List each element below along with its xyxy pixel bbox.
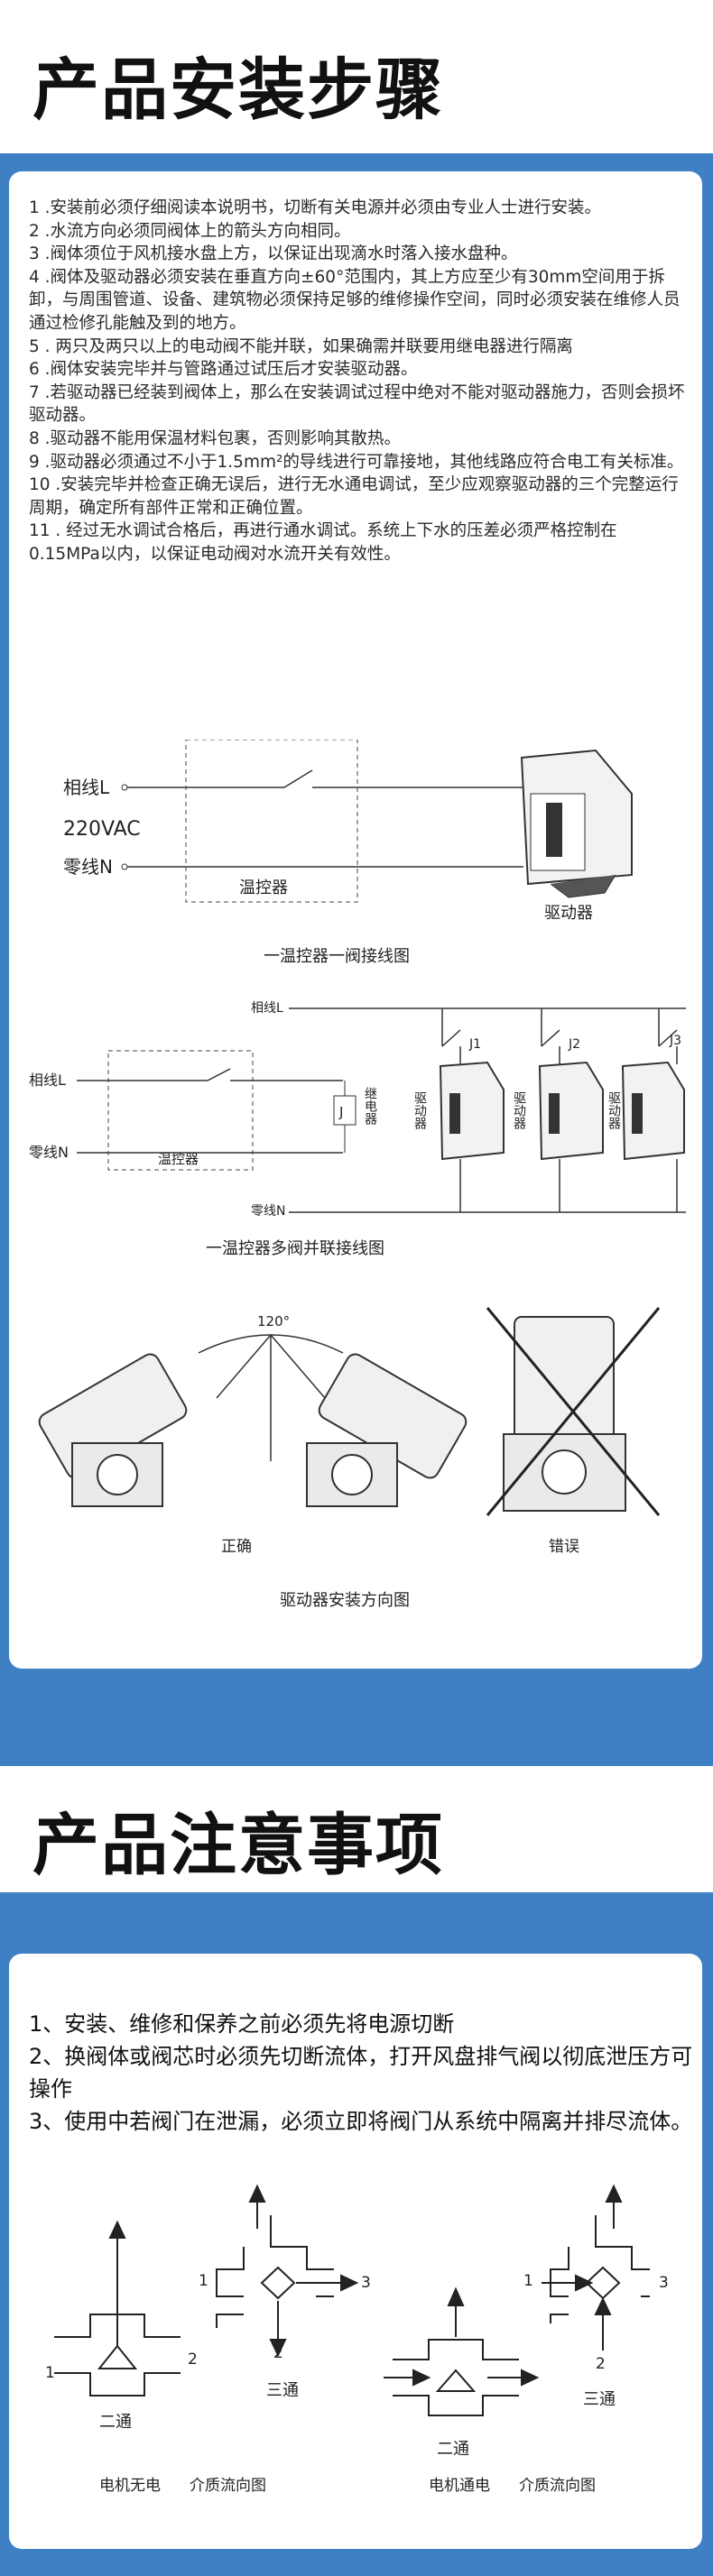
precautions-panel: 1、安装、维修和保养之前必须先将电源切断 2、换阀体或阀芯时必须先切断流体，打开… — [9, 1954, 702, 2549]
actuator-icon — [439, 1061, 505, 1161]
step-item: 5 . 两只及两只以上的电动阀不能并联，如果确需并联要用继电器进行隔离 — [29, 336, 573, 356]
two-way-valve-on — [384, 2286, 540, 2416]
step-item: 10 .安装完毕并检查正确无误后，进行无水通电调试，至少应观察驱动器的三个完整运… — [29, 475, 679, 518]
branch-j2-label: J2 — [568, 1037, 580, 1052]
note-item: 1、安装、维修和保养之前必须先将电源切断 — [29, 2011, 455, 2037]
step-item: 2 .水流方向必须同阀体上的箭头方向相同。 — [29, 221, 351, 241]
flow-caption: 介质流向图 — [190, 2477, 266, 2495]
switch-contact — [283, 769, 313, 788]
two-way-valve-off — [54, 2220, 181, 2397]
thermostat-box — [185, 740, 358, 903]
step-item: 8 .驱动器不能用保温材料包裹，否则影响其散热。 — [29, 428, 402, 448]
orientation-diagram: 120° 正确 错误 驱动器安装方 — [38, 1307, 661, 1610]
diagram-caption: 一温控器一阀接线图 — [264, 947, 410, 966]
relay-j-label: J — [338, 1104, 343, 1120]
motor-off-label: 电机无电 — [99, 2477, 161, 2495]
precaution-notes: 1、安装、维修和保养之前必须先将电源切断 2、换阀体或阀芯时必须先切断流体，打开… — [29, 2008, 697, 2138]
section-title: 产品注意事项 — [32, 1807, 444, 1884]
live-line-label: 相线L — [63, 777, 110, 798]
relay-label: 继电器 — [363, 1087, 377, 1125]
branch-j3-label: J3 — [669, 1034, 681, 1048]
driver-label: 驱动器 — [544, 904, 593, 923]
flow-caption: 介质流向图 — [519, 2477, 596, 2495]
step-item: 1 .安装前必须仔细阅读本说明书，切断有关电源并必须由专业人士进行安装。 — [29, 198, 602, 217]
port-2-label: 2 — [273, 2344, 283, 2362]
three-way-label: 三通 — [583, 2390, 616, 2409]
angle-label: 120° — [257, 1313, 290, 1329]
driver-label: 驱动器 — [412, 1091, 427, 1129]
section-title-band: 产品安装步骤 — [0, 0, 713, 153]
port-3-label: 3 — [361, 2274, 371, 2292]
three-way-valve-off — [216, 2184, 359, 2358]
neutral-bottom-label: 零线N — [251, 1204, 285, 1219]
two-way-label: 二通 — [437, 2440, 469, 2459]
port-1-label: 1 — [523, 2272, 533, 2290]
step-item: 4 .阀体及驱动器必须安装在垂直方向±60°范围内，其上方应至少有30mm空间用… — [29, 267, 681, 333]
thermostat-box — [107, 1050, 254, 1171]
actuator-icon — [538, 1061, 604, 1161]
actuator-icon — [621, 1061, 685, 1161]
section-title-band: 产品注意事项 — [0, 1766, 713, 1892]
driver-label: 驱动器 — [512, 1091, 526, 1129]
three-way-label: 三通 — [266, 2381, 299, 2400]
relay-box — [333, 1095, 356, 1126]
parallel-wiring-diagram: 相线L 相线L 零线N 温控器 J 继电器 零线N — [29, 1001, 686, 1258]
valve-icon — [306, 1353, 468, 1507]
installation-steps: 1 .安装前必须仔细阅读本说明书，切断有关电源并必须由专业人士进行安装。 2 .… — [29, 197, 688, 566]
wrong-cross-icon — [486, 1307, 661, 1516]
flow-direction-diagram: 1 2 二通 1 2 3 三通 — [45, 2184, 669, 2495]
single-valve-wiring-diagram: 相线L 220VAC 零线N 温控器 驱动器 一温控器一阀接线图 — [63, 740, 633, 966]
section-title: 产品安装步骤 — [32, 51, 444, 129]
driver-label: 驱动器 — [607, 1091, 621, 1129]
wrong-label: 错误 — [549, 1538, 579, 1556]
switch-contact — [207, 1068, 231, 1081]
two-way-label: 二通 — [99, 2413, 132, 2432]
valve-icon — [38, 1353, 188, 1507]
port-1-label: 1 — [45, 2364, 55, 2382]
port-3-label: 3 — [659, 2274, 669, 2292]
step-item: 11 . 经过无水调试合格后，再进行通水调试。系统上下水的压差必须严格控制在0.… — [29, 521, 617, 564]
three-way-valve-on — [542, 2184, 650, 2351]
port-1-label: 1 — [199, 2272, 208, 2290]
step-item: 7 .若驱动器已经装到阀体上，那么在安装调试过程中绝对不能对驱动器施力，否则会损… — [29, 382, 685, 426]
actuator-icon — [520, 749, 633, 898]
thermostat-label: 温控器 — [158, 1151, 199, 1167]
live-label: 相线L — [29, 1072, 66, 1089]
correct-label: 正确 — [221, 1538, 252, 1556]
note-item: 2、换阀体或阀芯时必须先切断流体，打开风盘排气阀以彻底泄压方可操作 — [29, 2044, 693, 2102]
thermostat-label: 温控器 — [239, 879, 288, 897]
diagram-caption: 驱动器安装方向图 — [280, 1591, 410, 1610]
port-2-label: 2 — [596, 2355, 606, 2373]
neutral-label: 零线N — [29, 1144, 69, 1161]
neutral-line-label: 零线N — [63, 856, 113, 878]
installation-panel: 1 .安装前必须仔细阅读本说明书，切断有关电源并必须由专业人士进行安装。 2 .… — [9, 171, 702, 1669]
diagram-caption: 一温控器多阀并联接线图 — [206, 1239, 384, 1258]
motor-on-label: 电机通电 — [429, 2477, 490, 2495]
live-top-label: 相线L — [251, 1001, 283, 1016]
branch-j1-label: J1 — [468, 1037, 481, 1052]
note-item: 3、使用中若阀门在泄漏，必须立即将阀门从系统中隔离并排尽流体。 — [29, 2109, 693, 2134]
port-2-label: 2 — [188, 2351, 198, 2369]
voltage-label: 220VAC — [63, 818, 141, 841]
step-item: 9 .驱动器必须通过不小于1.5mm²的导线进行可靠接地，其他线路应符合电工有关… — [29, 452, 684, 472]
valve-icon — [503, 1316, 626, 1512]
step-item: 3 .阀体须位于风机接水盘上方，以保证出现滴水时落入接水盘种。 — [29, 244, 518, 264]
step-item: 6 .阀体安装完毕并与管路通过试压后才安装驱动器。 — [29, 360, 418, 380]
